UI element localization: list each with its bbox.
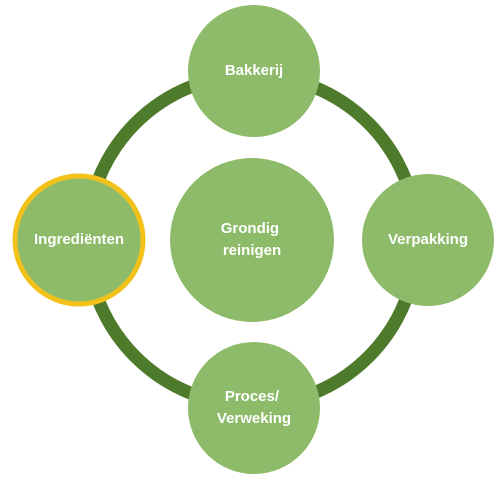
node-left: Ingrediënten (12, 173, 146, 307)
node-bottom: Proces/ Verweking (188, 342, 320, 474)
node-bottom-label: Proces/ Verweking (217, 388, 291, 427)
node-right: Verpakking (362, 174, 494, 306)
node-right-circle (362, 174, 494, 306)
center-node-line-1: Grondig (221, 220, 279, 237)
node-top-line-1: Bakkerij (225, 62, 283, 79)
center-node-label: Grondig reinigen (221, 220, 284, 259)
center-node-circle (170, 158, 334, 322)
node-bottom-circle (188, 342, 320, 474)
node-right-line-1: Verpakking (388, 231, 468, 248)
node-left-label: Ingrediënten (34, 231, 124, 248)
center-node-line-2: reinigen (223, 242, 281, 259)
node-bottom-line-2: Verweking (217, 410, 291, 427)
node-top-circle (188, 5, 320, 137)
node-right-label: Verpakking (388, 231, 468, 248)
node-left-circle (12, 173, 146, 307)
node-bottom-line-1: Proces/ (225, 388, 280, 405)
center-node: Grondig reinigen (170, 158, 334, 322)
node-top-label: Bakkerij (225, 62, 283, 79)
node-top: Bakkerij (188, 5, 320, 137)
node-left-line-1: Ingrediënten (34, 231, 124, 248)
